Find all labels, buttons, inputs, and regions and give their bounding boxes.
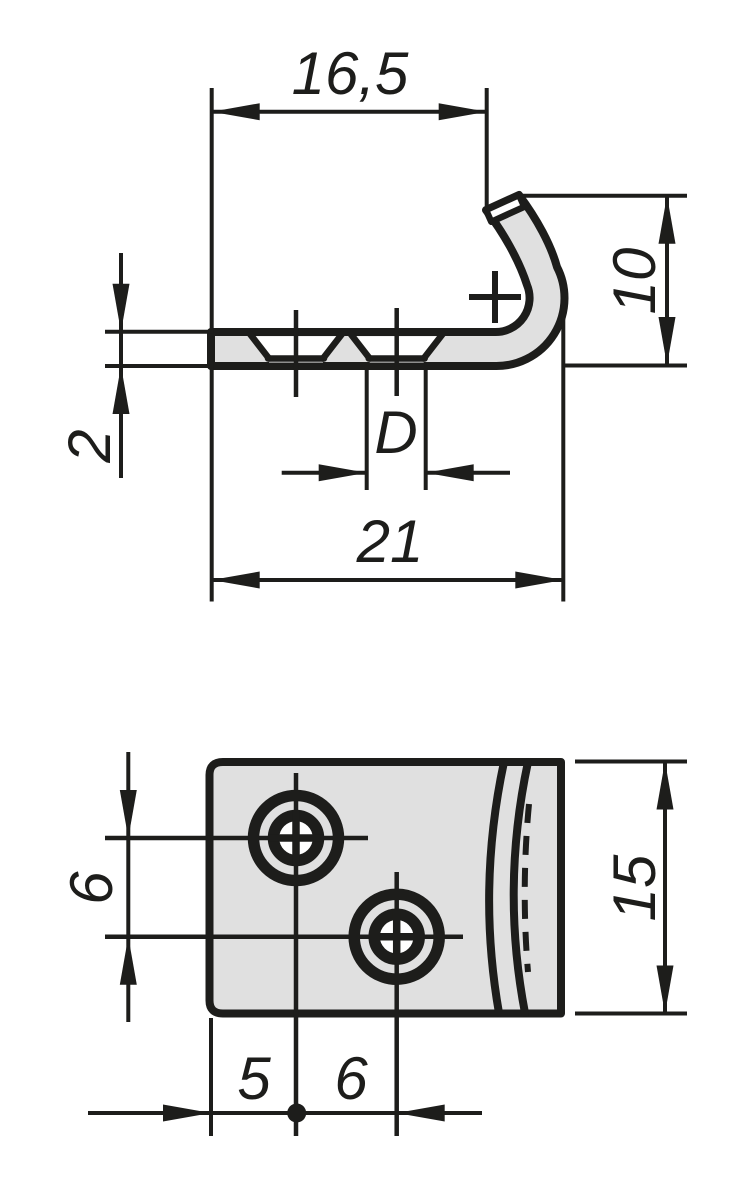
plan-extension-lines bbox=[209, 759, 687, 1136]
dim-hole-positions-horizontal: 5 6 bbox=[88, 1045, 482, 1123]
dim-plate-width: 15 bbox=[601, 761, 674, 1014]
arrowhead bbox=[438, 103, 487, 121]
section-view: 16,5 10 2 D 21 bbox=[56, 40, 687, 602]
arrowhead bbox=[515, 571, 564, 589]
hole-1 bbox=[247, 789, 345, 887]
hole-2 bbox=[348, 888, 445, 985]
hook-profile-outline bbox=[207, 191, 569, 371]
bend-tangent-arc bbox=[509, 758, 532, 1017]
hole-1-countersink-circle bbox=[247, 789, 345, 887]
dim-label-6-horizontal: 6 bbox=[334, 1045, 368, 1112]
arrowhead bbox=[658, 195, 676, 244]
dim-label-15: 15 bbox=[601, 854, 668, 921]
hole-1-center-cross bbox=[269, 811, 323, 865]
arrowhead bbox=[163, 1104, 211, 1122]
arrowhead bbox=[119, 790, 137, 838]
arrowhead bbox=[396, 1104, 445, 1122]
dim-material-thickness: 2 bbox=[56, 253, 130, 478]
dim-label-21: 21 bbox=[356, 508, 424, 575]
hole-2-center-cross bbox=[369, 909, 424, 964]
arrowhead bbox=[656, 761, 674, 810]
plan-view: 6 15 5 6 bbox=[58, 752, 687, 1136]
arrowhead bbox=[112, 283, 130, 332]
dim-hook-height: 10 bbox=[601, 195, 676, 365]
dim-hole-diameter: D bbox=[281, 399, 510, 482]
hook-tip-end-face bbox=[482, 191, 528, 226]
dim-hole-vertical-spacing: 6 bbox=[58, 752, 137, 1022]
dim-overall-length: 21 bbox=[211, 508, 564, 589]
arrowhead bbox=[211, 571, 260, 589]
arrowhead bbox=[119, 936, 137, 985]
arrowhead bbox=[658, 317, 676, 365]
dim-label-6-vertical: 6 bbox=[58, 871, 125, 905]
arrowhead bbox=[656, 965, 674, 1014]
dim-hook-tip-offset: 16,5 bbox=[211, 40, 487, 121]
dim-label-5: 5 bbox=[237, 1045, 271, 1112]
bend-center-mark bbox=[469, 271, 521, 323]
hole-2-countersink-circle bbox=[348, 888, 445, 985]
section-extension-lines bbox=[105, 88, 687, 602]
arrowhead bbox=[112, 366, 130, 414]
bend-tangent-arc bbox=[485, 758, 508, 1017]
arrowhead bbox=[318, 464, 367, 482]
dim-label-10: 10 bbox=[601, 248, 668, 315]
arrowhead bbox=[211, 103, 260, 121]
dim-label-D: D bbox=[374, 399, 417, 466]
chain-dimension-dot bbox=[287, 1103, 307, 1123]
dim-label-2: 2 bbox=[56, 429, 123, 463]
dim-label-16-5: 16,5 bbox=[292, 40, 409, 107]
arrowhead bbox=[425, 464, 474, 482]
